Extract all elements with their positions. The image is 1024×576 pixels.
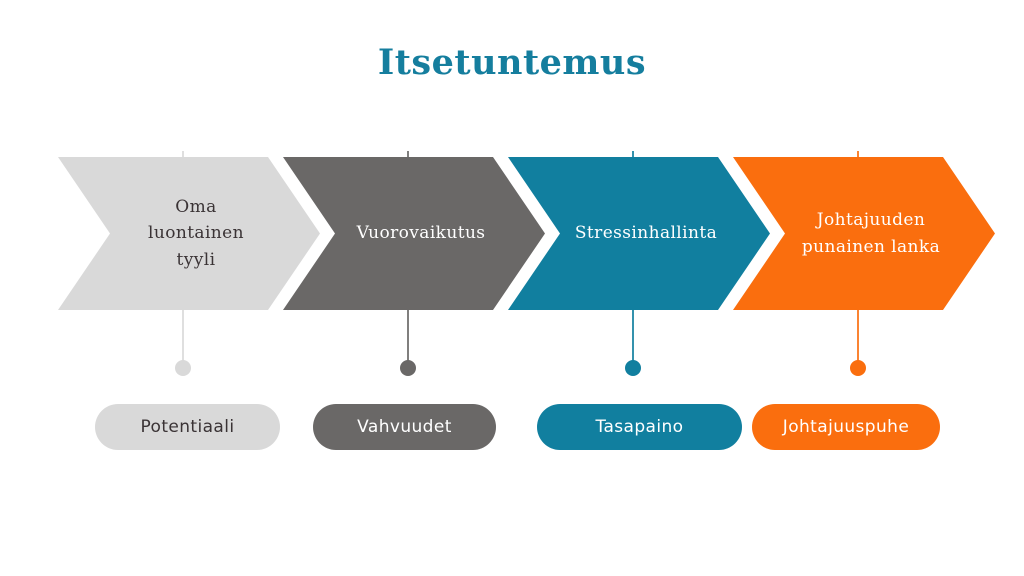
outcome-pill-johtajuuspuhe: Johtajuuspuhe [752,404,940,450]
pill-label: Vahvuudet [357,417,452,437]
step-label: Oma luontainen tyyli [148,196,244,270]
outcome-pill-vahvuudet: Vahvuudet [313,404,496,450]
step-label: Vuorovaikutus [356,223,486,244]
pill-label: Tasapaino [595,417,684,437]
outcome-pill-tasapaino: Tasapaino [537,404,742,450]
step-label: Stressinhallinta [574,223,718,244]
process-step-chevron-4: Johtajuuden punainen lanka [733,157,995,310]
pill-label: Johtajuuspuhe [782,417,910,437]
outcome-pill-potentiaali: Potentiaali [95,404,280,450]
step-label: Johtajuuden punainen lanka [801,210,941,257]
connector-dot [625,360,641,376]
connector-dot [400,360,416,376]
connector-dot [850,360,866,376]
process-step-chevron-1: Oma luontainen tyyli [58,157,320,310]
process-step-chevron-2: Vuorovaikutus [283,157,545,310]
pill-label: Potentiaali [140,417,235,437]
process-step-chevron-3: Stressinhallinta [508,157,770,310]
page-title: Itsetuntemus [377,42,647,83]
connector-dot [175,360,191,376]
